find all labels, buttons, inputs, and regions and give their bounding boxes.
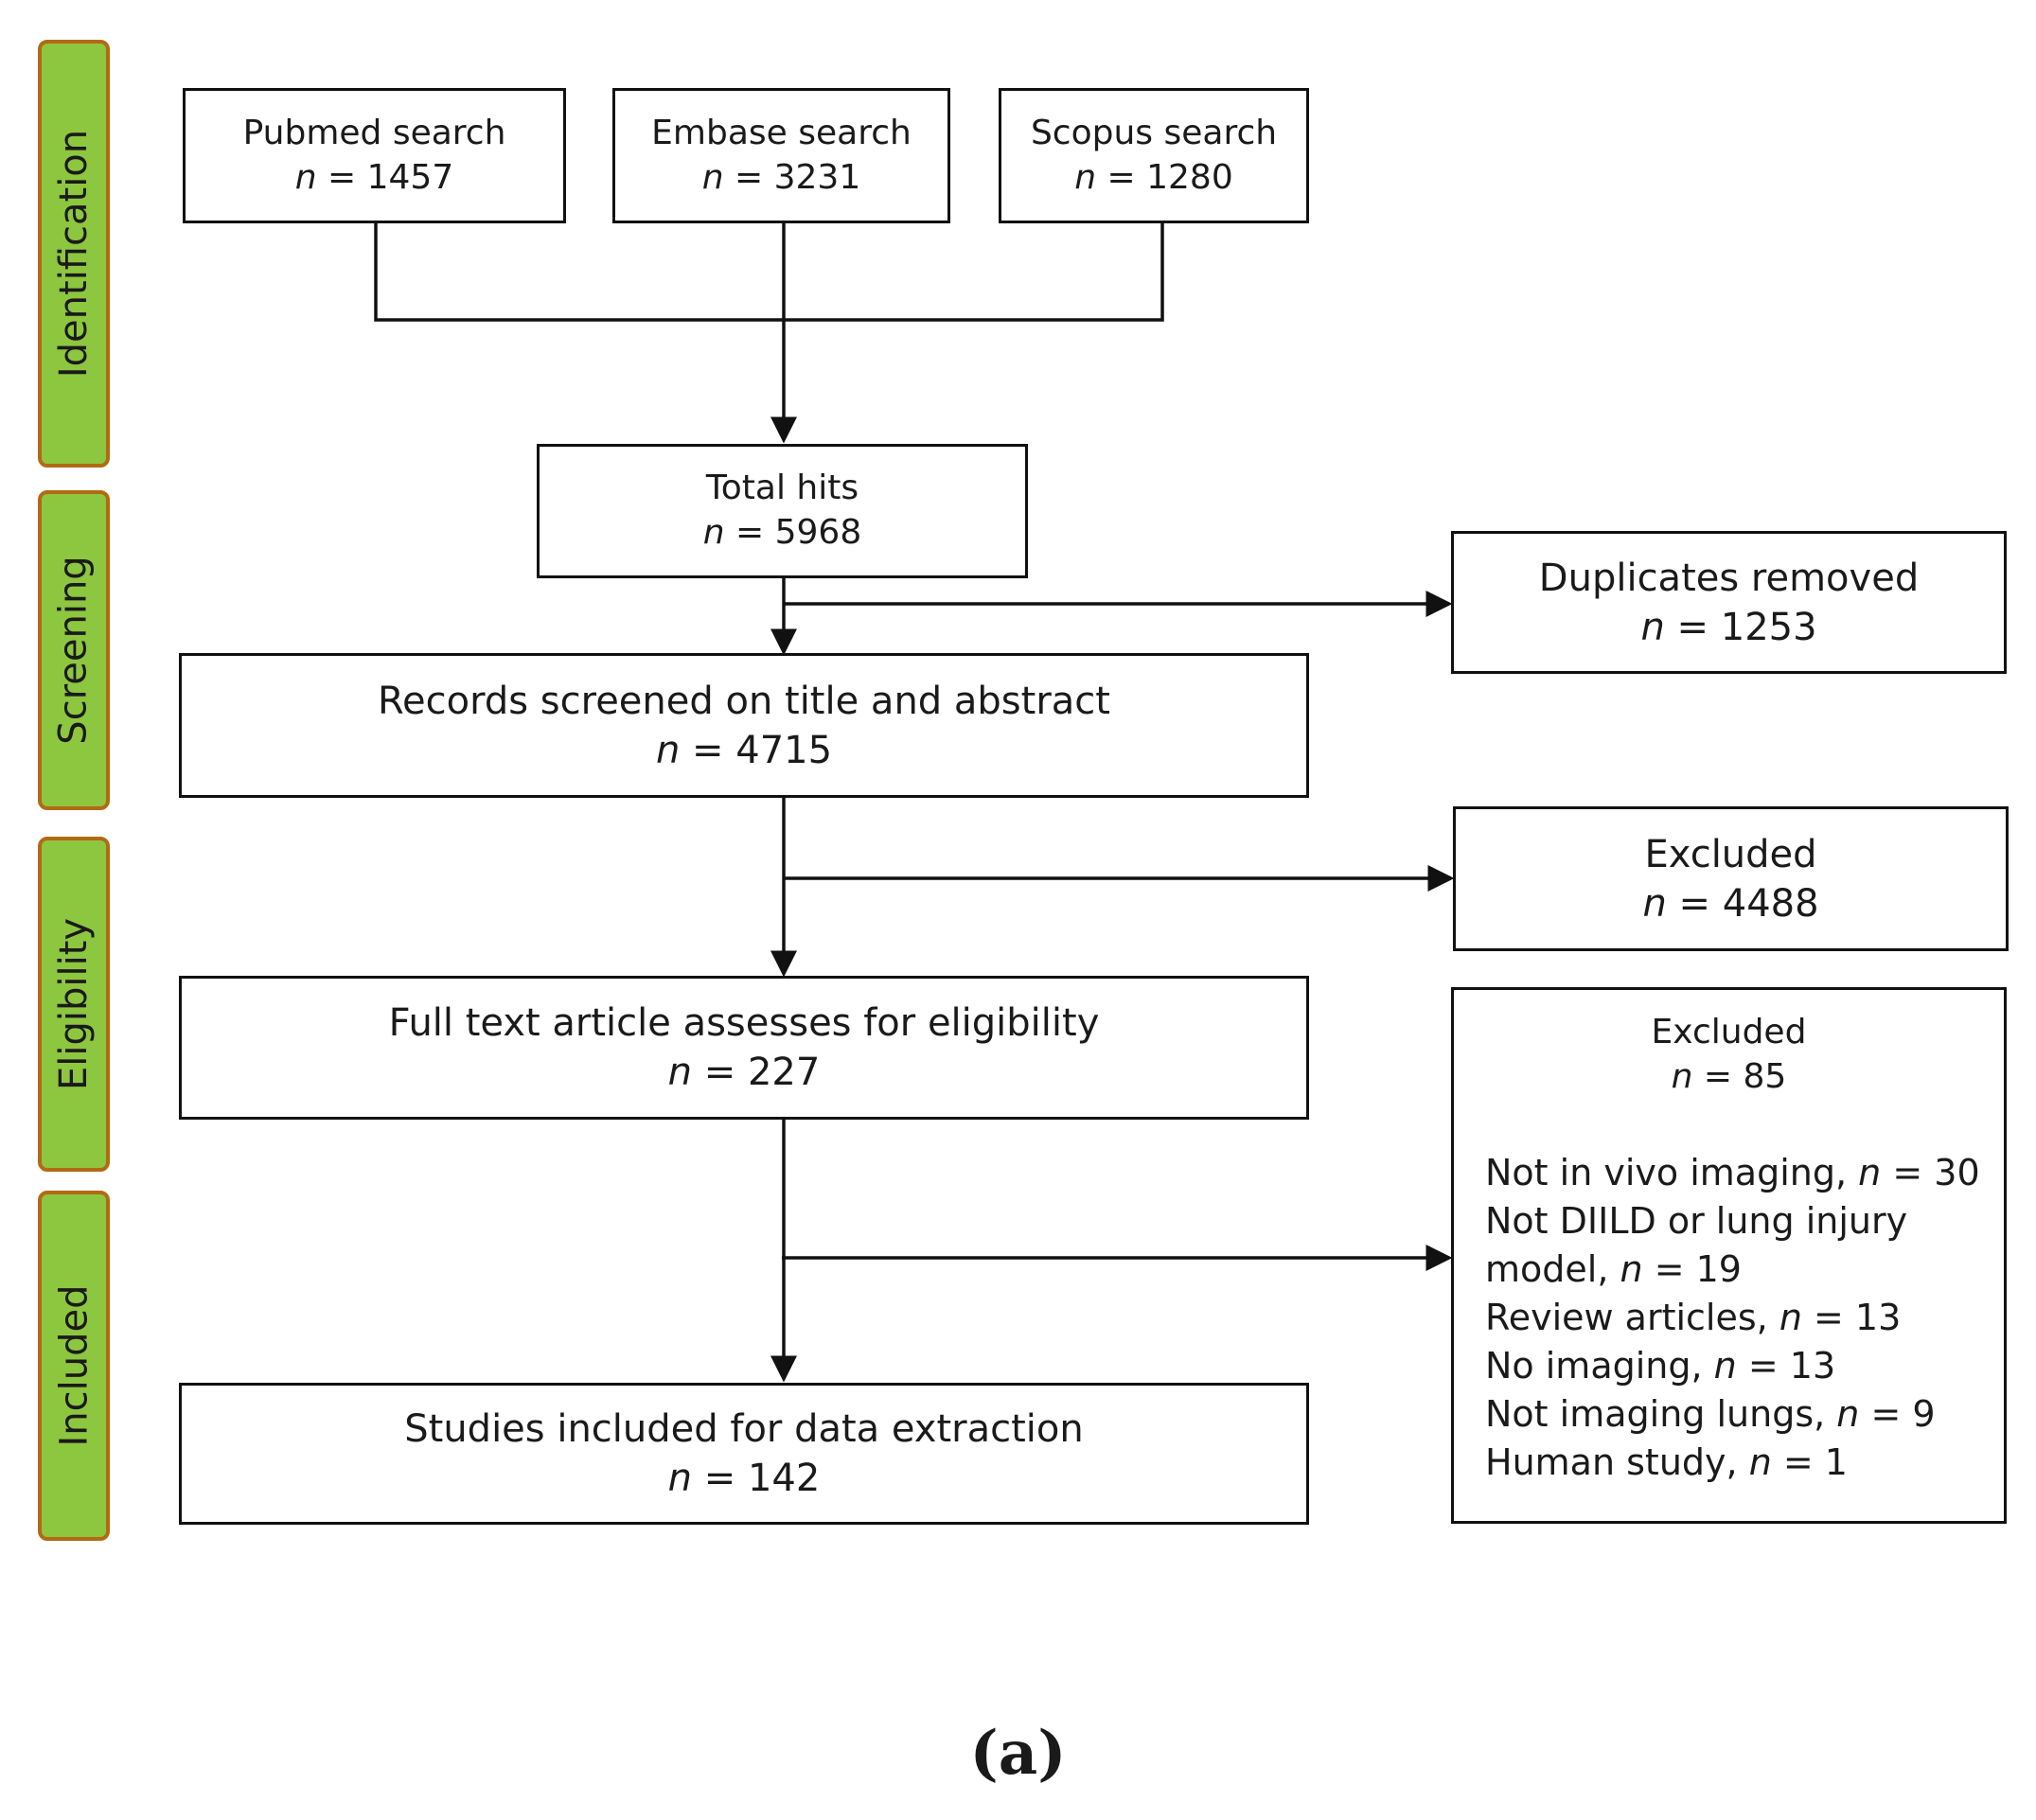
box-title: Total hits — [705, 468, 859, 508]
exclusion-reason: No imaging, n = 13 — [1485, 1342, 1980, 1390]
n-symbol: n — [702, 513, 725, 552]
stage-label-identification: Identification — [52, 129, 97, 379]
excluded-eligibility-box: Excluded n = 85 — [1451, 987, 2007, 1524]
box-count: n = 1280 — [1074, 156, 1233, 201]
exclusion-reason: model, n = 19 — [1485, 1246, 1980, 1294]
n-symbol: n — [294, 157, 317, 197]
reason-label: No imaging, — [1485, 1345, 1703, 1387]
reason-count: = 13 — [1747, 1345, 1836, 1387]
n-symbol: n — [1836, 1393, 1860, 1435]
reason-count: = 30 — [1892, 1152, 1980, 1193]
reason-count: = 9 — [1870, 1393, 1936, 1435]
n-symbol: n — [667, 1457, 693, 1500]
reason-label: Not in vivo imaging, — [1485, 1152, 1848, 1193]
embase-search-box: Embase search n = 3231 — [612, 88, 950, 223]
reason-label: Human study, — [1485, 1441, 1738, 1483]
exclusion-reason: Not in vivo imaging, n = 30 — [1485, 1149, 1980, 1197]
merge-connector — [374, 223, 1164, 322]
reason-count: = 13 — [1814, 1297, 1902, 1338]
exclusion-reason: Review articles, n = 13 — [1485, 1294, 1980, 1342]
box-count: n = 4715 — [656, 726, 832, 775]
box-title: Studies included for data extraction — [404, 1407, 1084, 1451]
count-value: = 4715 — [692, 728, 833, 772]
count-value: = 1280 — [1107, 157, 1233, 197]
stage-label-eligibility: Eligibility — [52, 917, 96, 1091]
box-title: Scopus search — [1030, 113, 1278, 152]
stage-eligibility: Eligibility — [38, 837, 110, 1172]
box-count: n = 1253 — [1640, 603, 1816, 652]
excluded-screening-box: Excluded n = 4488 — [1453, 806, 2009, 951]
box-title: Full text article assesses for eligibili… — [388, 1001, 1100, 1045]
exclusion-reason: Human study, n = 1 — [1485, 1439, 1980, 1487]
exclusion-reason: Not DIILD or lung injury — [1485, 1197, 1980, 1246]
box-count: n = 85 — [1672, 1055, 1787, 1100]
pubmed-search-box: Pubmed search n = 1457 — [183, 88, 566, 223]
reason-label: model, — [1485, 1248, 1609, 1290]
n-symbol: n — [1074, 157, 1097, 197]
box-count: n = 5968 — [703, 511, 862, 556]
n-symbol: n — [1640, 605, 1665, 649]
n-symbol: n — [667, 1051, 693, 1094]
scopus-search-box: Scopus search n = 1280 — [999, 88, 1309, 223]
box-count: n = 142 — [668, 1454, 821, 1503]
reason-label: Review articles, — [1485, 1297, 1768, 1338]
exclusion-reasons-list: Not in vivo imaging, n = 30 Not DIILD or… — [1485, 1149, 1980, 1487]
reason-label: Not imaging lungs, — [1485, 1393, 1826, 1435]
full-text-eligibility-box: Full text article assesses for eligibili… — [179, 976, 1309, 1120]
stage-label-included: Included — [52, 1284, 96, 1447]
figure-caption: (a) — [969, 1718, 1067, 1789]
reason-count: = 1 — [1782, 1441, 1848, 1483]
box-title: Embase search — [651, 113, 912, 152]
box-title: Pubmed search — [242, 113, 506, 152]
n-symbol: n — [1671, 1056, 1693, 1096]
reason-count: = 19 — [1654, 1248, 1742, 1290]
box-title: Excluded — [1651, 1013, 1807, 1051]
count-value: = 1457 — [328, 157, 454, 197]
n-symbol: n — [701, 157, 724, 197]
count-value: = 142 — [703, 1457, 821, 1500]
records-screened-box: Records screened on title and abstract n… — [179, 653, 1309, 798]
box-title: Duplicates removed — [1538, 556, 1920, 600]
n-symbol: n — [1779, 1297, 1802, 1338]
box-count: n = 1457 — [295, 156, 454, 201]
stage-identification: Identification — [38, 40, 110, 468]
stage-screening: Screening — [38, 490, 110, 810]
count-value: = 85 — [1703, 1056, 1787, 1096]
stage-label-screening: Screening — [52, 556, 96, 745]
n-symbol: n — [1642, 881, 1667, 926]
studies-included-box: Studies included for data extraction n =… — [179, 1383, 1309, 1525]
duplicates-removed-box: Duplicates removed n = 1253 — [1451, 531, 2007, 674]
count-value: = 227 — [703, 1051, 821, 1094]
n-symbol: n — [655, 728, 681, 772]
box-count: n = 227 — [668, 1048, 821, 1097]
total-hits-box: Total hits n = 5968 — [537, 444, 1028, 578]
box-title: Records screened on title and abstract — [378, 679, 1110, 723]
stage-included: Included — [38, 1191, 110, 1541]
box-count: n = 3231 — [702, 156, 861, 201]
count-value: = 3231 — [735, 157, 861, 197]
reason-label: Not DIILD or lung injury — [1485, 1200, 1908, 1242]
box-count: n = 4488 — [1642, 879, 1818, 928]
n-symbol: n — [1620, 1248, 1643, 1290]
box-title: Excluded — [1644, 832, 1817, 876]
exclusion-reason: Not imaging lungs, n = 9 — [1485, 1390, 1980, 1439]
count-value: = 4488 — [1678, 881, 1819, 926]
n-symbol: n — [1858, 1152, 1882, 1193]
count-value: = 1253 — [1676, 605, 1817, 649]
n-symbol: n — [1748, 1441, 1772, 1483]
n-symbol: n — [1713, 1345, 1737, 1387]
count-value: = 5968 — [735, 513, 862, 552]
